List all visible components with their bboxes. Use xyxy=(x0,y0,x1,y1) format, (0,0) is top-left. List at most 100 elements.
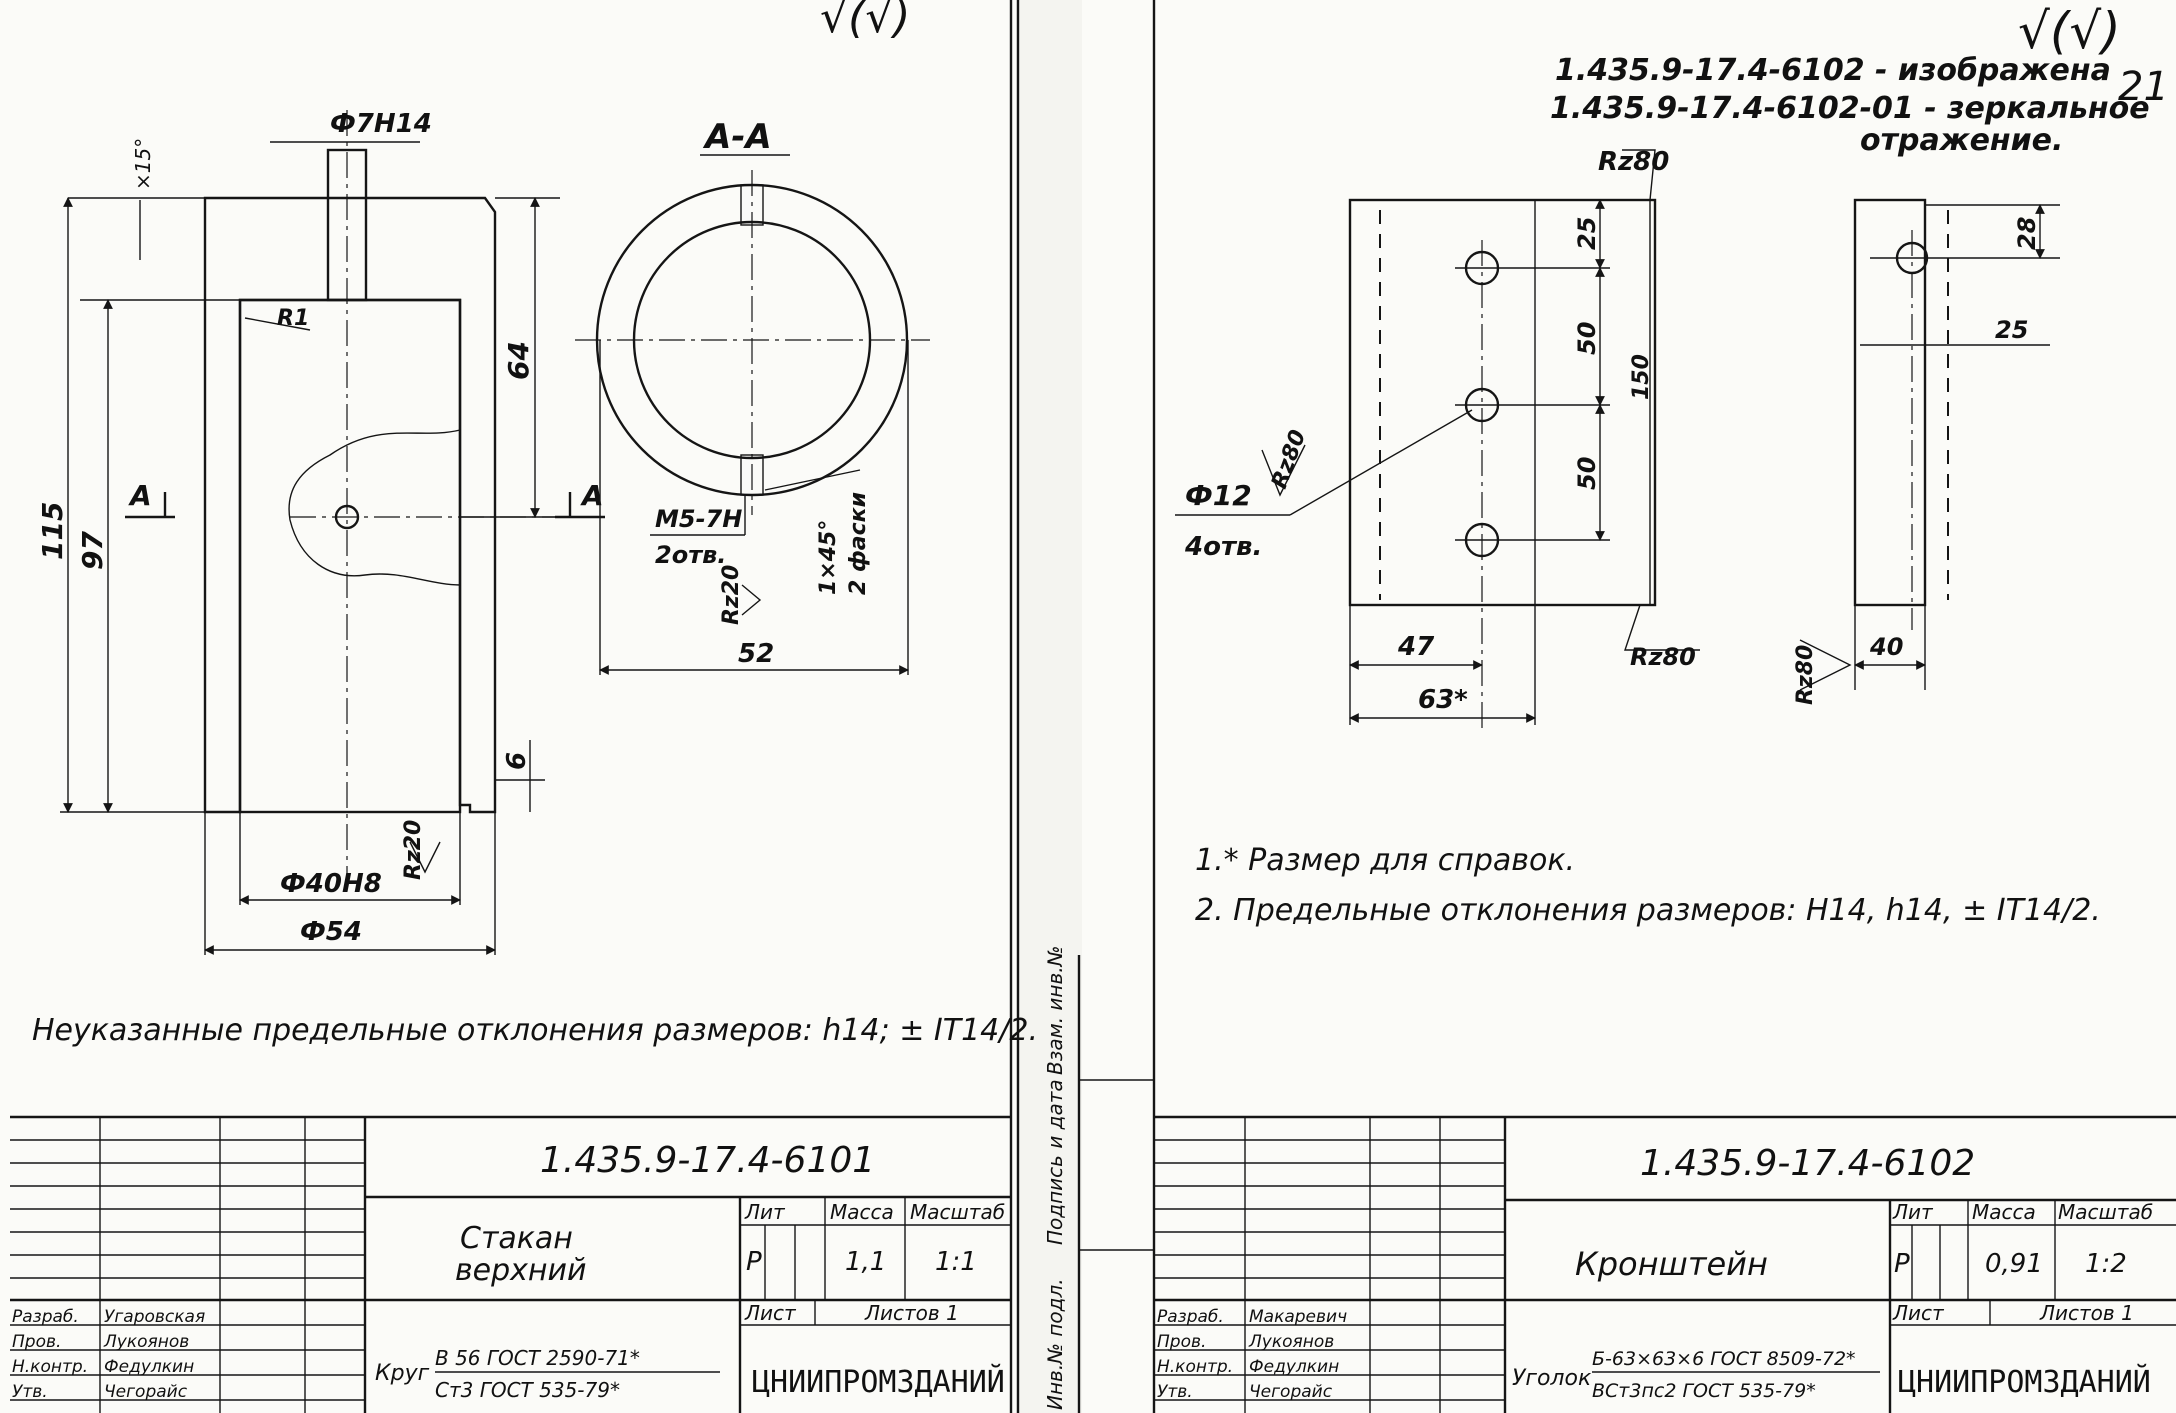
title-block-left xyxy=(10,1115,1011,1413)
right-role-1: Пров. xyxy=(1157,1332,1206,1352)
right-note-2: 2. Предельные отклонения размеров: Н14, … xyxy=(1195,893,2101,928)
sleeve-bore xyxy=(238,298,462,814)
dim-63: 63* xyxy=(1418,685,1468,715)
section-view-label: А-А xyxy=(702,117,772,157)
left-mass-value: 1,1 xyxy=(845,1247,886,1277)
left-role-1: Пров. xyxy=(12,1332,61,1352)
left-scale-header: Масштаб xyxy=(910,1200,1005,1224)
left-lit-value: Р xyxy=(746,1247,762,1277)
dim-inner-dia: Ф40Н8 xyxy=(280,869,382,899)
rough-left-sign xyxy=(1261,444,1306,497)
dim-outer-dia: Ф54 xyxy=(300,917,362,947)
right-material-line2: ВСт3пс2 ГОСТ 535-79* xyxy=(1592,1380,1816,1402)
dim-side-40: 40 xyxy=(1869,633,1903,661)
dim-hole-count: 4отв. xyxy=(1184,532,1262,562)
right-sheet-label: Лист xyxy=(1892,1301,1945,1325)
left-role-2: Н.контр. xyxy=(12,1357,88,1377)
side-rough: Rz80 xyxy=(1793,645,1818,705)
left-part-name-1: Стакан xyxy=(460,1221,573,1256)
margin-label-replace: Взам. инв.№ xyxy=(1043,946,1067,1075)
right-corner-roughness: √(√) xyxy=(2018,2,2121,60)
dim-thread: М5-7Н xyxy=(655,505,742,533)
dim-height-total: 115 xyxy=(36,502,69,560)
right-name-1: Лукоянов xyxy=(1248,1332,1334,1352)
left-org-name: ЦНИИПРОМЗДАНИЙ xyxy=(752,1364,1005,1400)
rough-bottom: Rz80 xyxy=(1630,643,1696,671)
dim-chamfer-count: 2 фаски xyxy=(846,492,871,595)
dim-side-25: 25 xyxy=(1995,316,2028,344)
right-name-2: Федулкин xyxy=(1249,1357,1339,1377)
dim-bottom-gap: 6 xyxy=(502,752,532,770)
left-name-1: Лукоянов xyxy=(103,1332,189,1352)
left-mass-header: Масса xyxy=(830,1200,894,1224)
rough-top: Rz80 xyxy=(1598,147,1669,177)
sleeve-wall-section xyxy=(203,196,497,814)
dim-thread-count: 2отв. xyxy=(655,541,726,569)
right-mass-header: Масса xyxy=(1972,1200,2036,1224)
left-sheets-label: Листов 1 xyxy=(864,1301,959,1325)
right-org-name: ЦНИИПРОМЗДАНИЙ xyxy=(1898,1364,2151,1400)
right-header-line2: 1.435.9-17.4-6102-01 - зеркальное xyxy=(1550,91,2150,126)
left-material-line1: В 56 ГОСТ 2590-71* xyxy=(435,1346,640,1370)
left-name-2: Федулкин xyxy=(104,1357,194,1377)
margin-label-inv: Инв.№ подл. xyxy=(1043,1278,1067,1410)
right-name-3: Чегорайс xyxy=(1249,1382,1333,1402)
drawing-sheet-right xyxy=(1082,0,2176,1413)
chamfer-leader xyxy=(764,469,861,491)
right-name-0: Макаревич xyxy=(1249,1307,1347,1327)
left-name-3: Чегорайс xyxy=(104,1382,188,1402)
right-note-1: 1.* Размер для справок. xyxy=(1195,843,1575,878)
drawing-sheet-left xyxy=(0,0,1016,1413)
right-scale-value: 1:2 xyxy=(2085,1249,2127,1279)
side-rough-sign xyxy=(1799,639,1852,691)
dim-height-upper: 64 xyxy=(502,341,535,380)
cutaway-outline xyxy=(288,429,461,586)
right-scale-header: Масштаб xyxy=(2058,1200,2153,1224)
right-lit-header: Лит xyxy=(1892,1200,1934,1224)
bracket-side-view xyxy=(1853,198,1927,607)
left-corner-roughness: √(√) xyxy=(820,0,910,43)
left-role-3: Утв. xyxy=(12,1382,48,1402)
right-header-line3: отражение. xyxy=(1860,123,2063,158)
left-lit-header: Лит xyxy=(744,1200,786,1224)
dim-height-inner: 97 xyxy=(76,531,109,570)
margin-label-signature: Подпись и дата xyxy=(1043,1079,1067,1245)
roughness-sign-section xyxy=(741,584,762,616)
right-lit-value: Р xyxy=(1894,1249,1910,1279)
rough-left: Rz80 xyxy=(1267,427,1311,492)
hole-leader xyxy=(1289,409,1473,516)
section-mark-right: А xyxy=(580,479,604,512)
dim-50b: 50 xyxy=(1573,457,1601,490)
left-scale-value: 1:1 xyxy=(935,1247,977,1277)
rough-bottom-sign xyxy=(1624,604,1700,651)
dim-radius: R1 xyxy=(277,306,309,331)
right-designation: 1.435.9-17.4-6102 xyxy=(1640,1143,1975,1184)
dim-side-28: 28 xyxy=(2013,217,2041,250)
dim-chamfer: 1×45° xyxy=(816,520,841,595)
bracket-plate xyxy=(1348,198,1657,607)
left-role-0: Разраб. xyxy=(12,1307,79,1327)
right-role-0: Разраб. xyxy=(1157,1307,1224,1327)
dim-angle: ×15° xyxy=(131,138,155,190)
roughness-sign-bottom xyxy=(409,841,441,874)
left-name-0: Угаровская xyxy=(104,1307,205,1327)
dim-pin-hole: Ф7Н14 xyxy=(330,109,432,139)
roughness-bottom: Rz20 xyxy=(401,820,426,880)
roughness-section: Rz20 xyxy=(719,565,744,625)
page-number: 21 xyxy=(2118,64,2169,110)
left-sheet-label: Лист xyxy=(744,1301,797,1325)
right-material-line1: Б-63×63×6 ГОСТ 8509-72* xyxy=(1592,1348,1856,1370)
right-role-3: Утв. xyxy=(1157,1382,1193,1402)
title-block-right xyxy=(1154,1115,2176,1413)
right-role-2: Н.контр. xyxy=(1157,1357,1233,1377)
dim-150: 150 xyxy=(1629,354,1654,400)
dim-section-width: 52 xyxy=(738,639,774,669)
left-material-line2: Ст3 ГОСТ 535-79* xyxy=(435,1378,620,1402)
dim-25: 25 xyxy=(1573,217,1601,250)
dim-hole: Ф12 xyxy=(1185,479,1252,512)
left-material-prefix: Круг xyxy=(375,1361,430,1386)
right-mass-value: 0,91 xyxy=(1985,1249,2043,1279)
left-designation: 1.435.9-17.4-6101 xyxy=(540,1140,875,1181)
dim-50a: 50 xyxy=(1573,322,1601,355)
